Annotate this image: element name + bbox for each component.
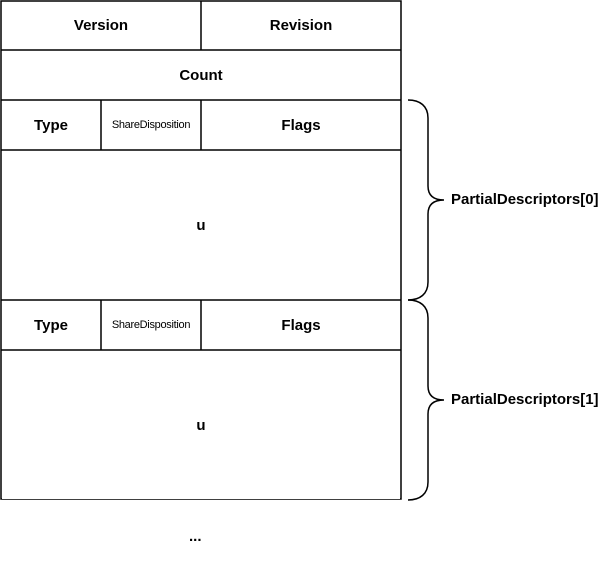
brace-partial-descriptors-0 <box>407 99 445 301</box>
descriptor-0-flags-field: Flags <box>202 101 400 149</box>
descriptor-0-type-field: Type <box>2 101 100 149</box>
descriptor-0-union-field: u <box>2 151 400 299</box>
count-field: Count <box>2 51 400 99</box>
continuation-ellipsis: ... <box>189 528 202 545</box>
descriptor-0-share-disposition-field: ShareDisposition <box>102 101 200 149</box>
descriptor-1-share-disposition-field: ShareDisposition <box>102 301 200 349</box>
descriptor-1-flags-field: Flags <box>202 301 400 349</box>
brace-partial-descriptors-1 <box>407 299 445 501</box>
revision-field: Revision <box>202 2 400 49</box>
brace-label-partial-descriptors-1: PartialDescriptors[1] <box>451 391 599 408</box>
descriptor-1-type-field: Type <box>2 301 100 349</box>
brace-label-partial-descriptors-0: PartialDescriptors[0] <box>451 191 599 208</box>
descriptor-1-union-field: u <box>2 351 400 499</box>
version-field: Version <box>2 2 200 49</box>
